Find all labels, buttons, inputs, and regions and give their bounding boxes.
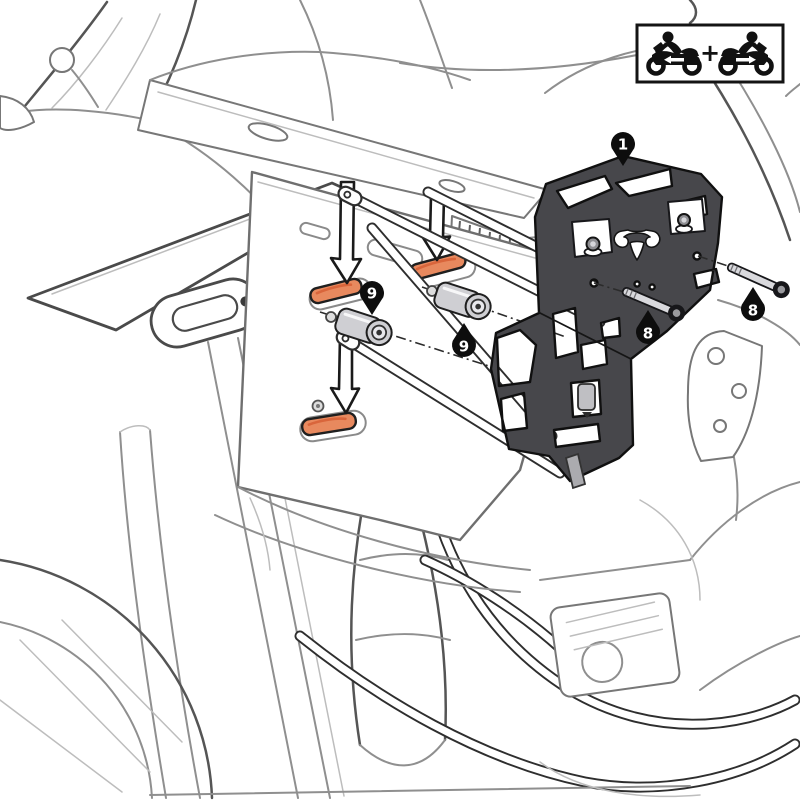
grommet-bottom-left xyxy=(300,411,358,437)
handguard xyxy=(0,95,35,131)
screw-right xyxy=(726,262,790,299)
front-wheel xyxy=(0,558,214,800)
callout-rack: 1 xyxy=(611,132,635,166)
bull-logo-icon xyxy=(613,229,661,261)
axis-line xyxy=(697,255,729,267)
rack-plate xyxy=(489,154,724,483)
spacer-right xyxy=(433,281,492,321)
callout-screw-left: 8 xyxy=(636,310,660,344)
callout-balloon xyxy=(636,310,660,344)
callout-number: 8 xyxy=(643,325,653,343)
rack-strut xyxy=(564,452,587,490)
callout-number: 8 xyxy=(748,302,758,320)
engine-block xyxy=(549,592,681,698)
callout-balloon xyxy=(360,281,384,315)
direction-arrow-left xyxy=(664,55,684,64)
screws xyxy=(593,255,790,322)
axis-line xyxy=(593,282,625,293)
seat-line xyxy=(399,54,638,72)
spacers xyxy=(319,281,567,368)
callouts: 1 8 8 9 9 xyxy=(360,132,765,357)
callout-number: 9 xyxy=(459,338,469,356)
luggage-rack xyxy=(489,154,724,490)
grommet-top-left xyxy=(309,277,363,305)
compatibility-icon-panel: + xyxy=(635,23,785,84)
callout-balloon xyxy=(452,323,476,357)
motorcycle-rider-right-icon xyxy=(718,31,774,76)
callout-balloon xyxy=(741,287,765,321)
stay-eyelet xyxy=(337,185,363,207)
rubber-grommets xyxy=(300,251,467,437)
direction-arrow-right xyxy=(736,55,756,64)
motorcycle-rider-left-icon xyxy=(646,31,702,76)
plate-slot xyxy=(299,221,331,241)
callout-spacer-right: 9 xyxy=(452,323,476,357)
plus-sign: + xyxy=(700,39,720,67)
washer xyxy=(325,311,337,323)
spacer-left xyxy=(334,307,393,347)
callout-screw-right: 8 xyxy=(741,287,765,321)
callout-spacer-left: 9 xyxy=(360,281,384,315)
callout-balloon xyxy=(611,132,635,166)
window-bolt xyxy=(577,383,596,411)
subframe-bracket xyxy=(686,330,763,462)
callout-number: 1 xyxy=(618,136,628,154)
screw-left xyxy=(621,286,686,322)
callout-number: 9 xyxy=(367,285,377,303)
mirror-icon xyxy=(49,47,75,73)
